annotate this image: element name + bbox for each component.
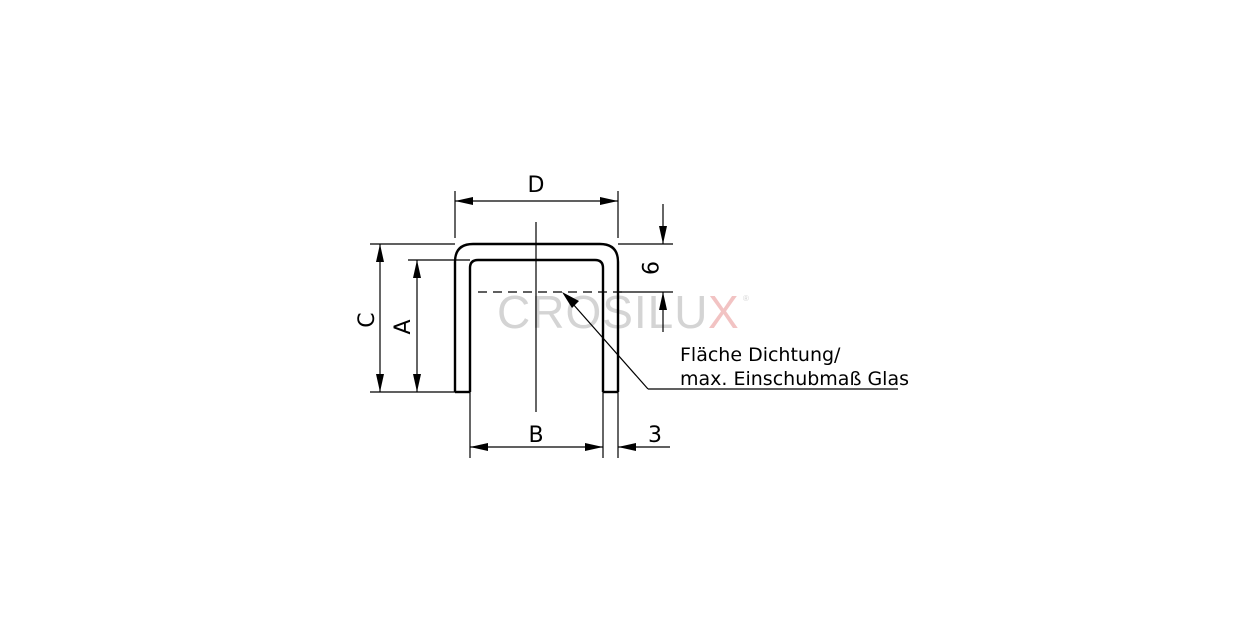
dimension-a: A xyxy=(391,259,470,392)
arrowhead xyxy=(600,197,618,205)
dimension-d: D xyxy=(454,173,619,238)
crosilux-watermark: CROSILU X ® xyxy=(497,286,749,338)
leader-arrowhead xyxy=(562,292,579,308)
arrowhead xyxy=(376,374,384,392)
dimension-9: 9 xyxy=(618,204,673,332)
dimension-label-b: B xyxy=(528,423,543,448)
dimension-label-c: C xyxy=(355,312,380,327)
dimension-3: 3 xyxy=(618,423,670,451)
dimension-label-9: 9 xyxy=(636,261,661,275)
arrowhead xyxy=(413,260,421,278)
arrowhead xyxy=(585,443,603,451)
arrowhead xyxy=(455,197,473,205)
u-profile xyxy=(453,222,622,412)
dimension-label-a: A xyxy=(391,319,416,334)
watermark-accent-letter: X xyxy=(708,286,740,338)
arrowhead xyxy=(413,374,421,392)
dimension-label-3: 3 xyxy=(648,423,662,448)
arrowhead xyxy=(376,244,384,262)
arrowhead xyxy=(659,292,667,310)
arrowhead xyxy=(659,226,667,244)
dimension-b: B xyxy=(469,392,619,458)
leader-line xyxy=(564,294,649,390)
seal-note-callout: Fläche Dichtung/ max. Einschubmaß Glas xyxy=(562,292,909,390)
arrowhead xyxy=(470,443,488,451)
note-line-1: Fläche Dichtung/ xyxy=(680,344,841,366)
dimension-c: C xyxy=(355,243,455,393)
note-line-2: max. Einschubmaß Glas xyxy=(680,368,909,390)
arrowhead xyxy=(618,443,636,451)
registered-mark: ® xyxy=(743,294,749,303)
dimension-label-d: D xyxy=(528,173,545,198)
